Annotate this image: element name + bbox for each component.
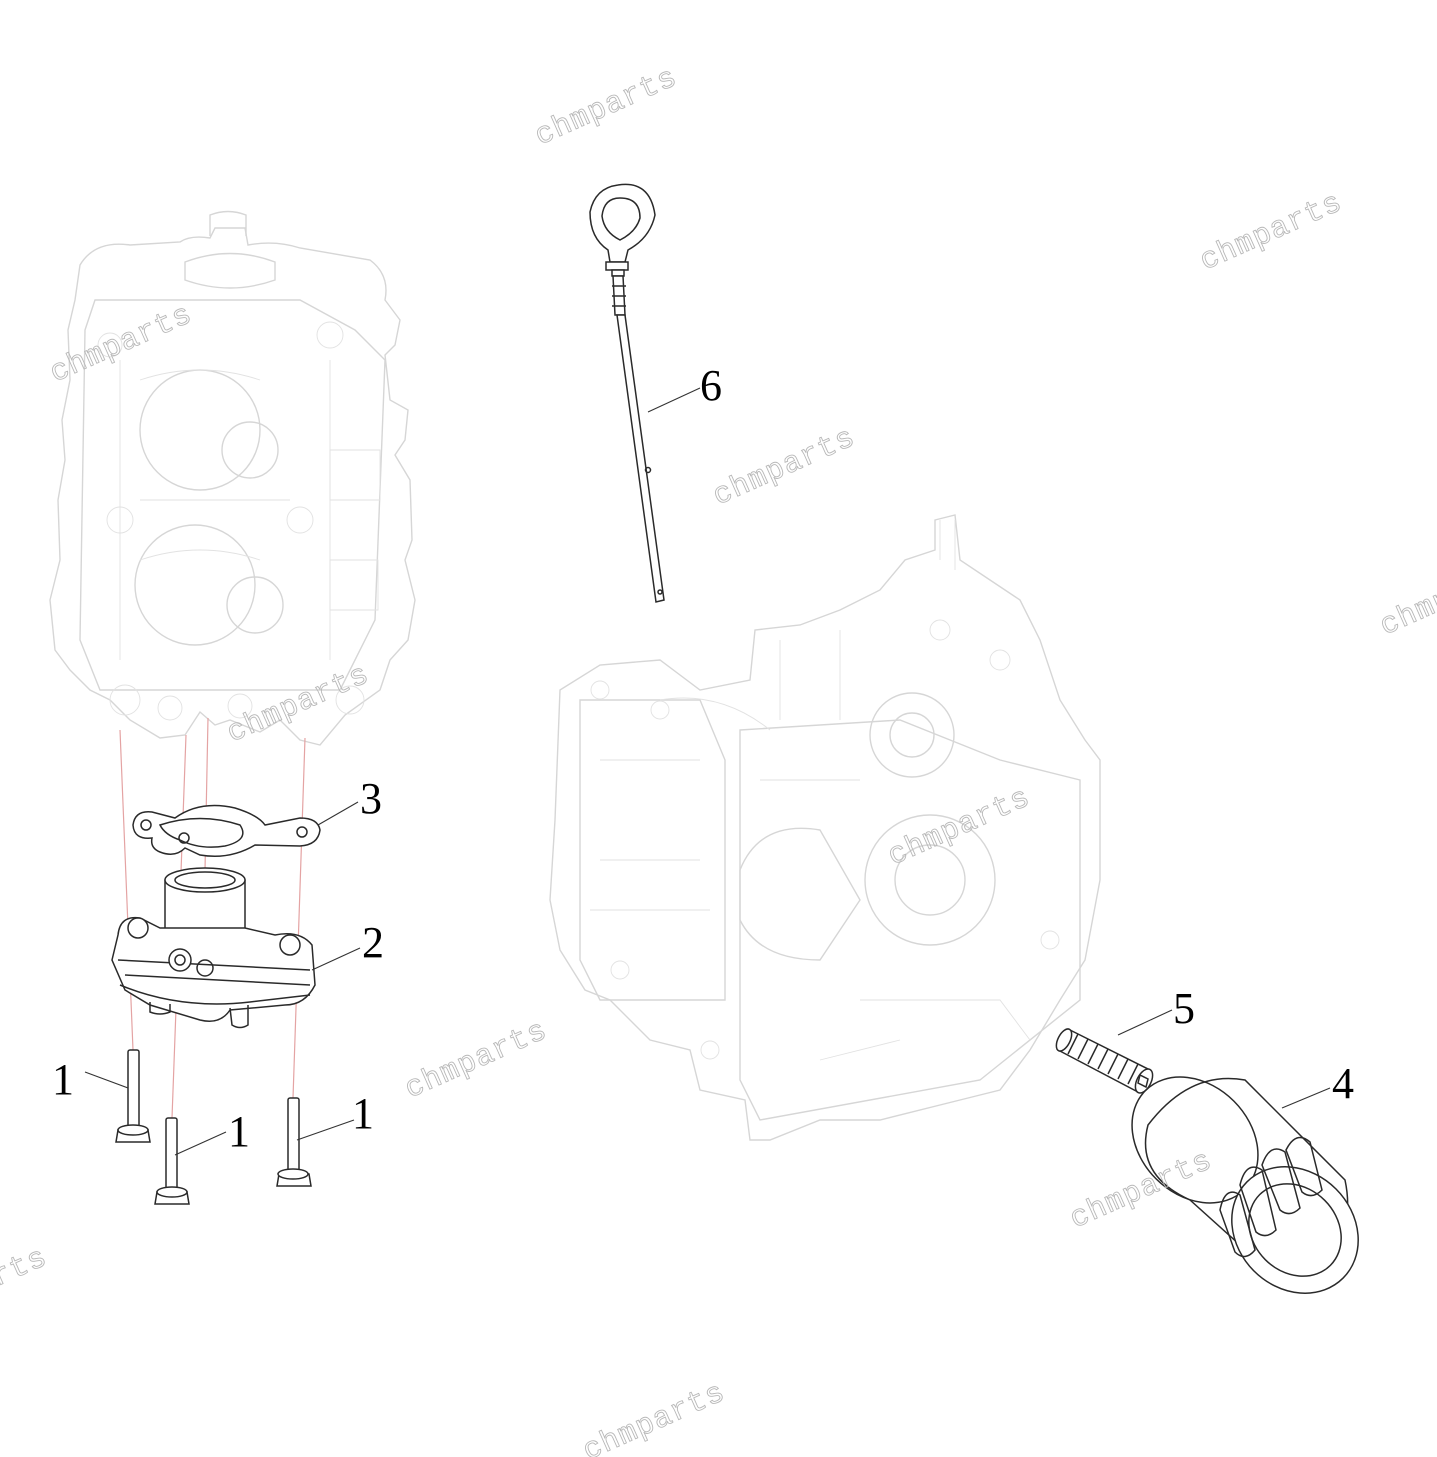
watermark: chmparts	[222, 658, 375, 751]
watermark: chmparts	[1195, 186, 1348, 279]
cylinder-head-outline	[49, 210, 416, 746]
gasket-part[interactable]	[132, 804, 321, 857]
watermarks: chmparts chmparts chmparts chmparts chmp…	[0, 61, 1437, 1457]
bolt-part-b[interactable]	[154, 1117, 190, 1205]
callout-gasket: 3	[360, 774, 382, 823]
bolt-part-a[interactable]	[115, 1049, 151, 1143]
watermark: chmparts	[1375, 551, 1437, 644]
filter-stud-part[interactable]	[1053, 1027, 1156, 1096]
watermark: chmparts	[0, 1241, 53, 1334]
leader-lines	[84, 387, 1331, 1156]
dipstick-part[interactable]	[589, 183, 665, 603]
watermark: chmparts	[578, 1376, 731, 1457]
callout-bolt-b: 1	[228, 1107, 250, 1156]
watermark: chmparts	[708, 421, 861, 514]
oil-pump-part[interactable]	[111, 867, 316, 1029]
oil-filter-part[interactable]	[1107, 1052, 1384, 1319]
callout-bolt-a: 1	[52, 1055, 74, 1104]
callout-dipstick: 6	[700, 361, 722, 410]
watermark: chmparts	[400, 1014, 553, 1107]
crankcase-outline	[549, 514, 1101, 1141]
callout-filter-stud: 5	[1173, 984, 1195, 1033]
callout-oil-pump: 2	[362, 918, 384, 967]
watermark: chmparts	[530, 61, 683, 154]
callout-bolt-c: 1	[352, 1089, 374, 1138]
callout-labels: 1 1 1 2 3 4 5 6	[52, 361, 1354, 1156]
callout-oil-filter: 4	[1332, 1059, 1354, 1108]
bolt-part-c[interactable]	[276, 1097, 312, 1187]
